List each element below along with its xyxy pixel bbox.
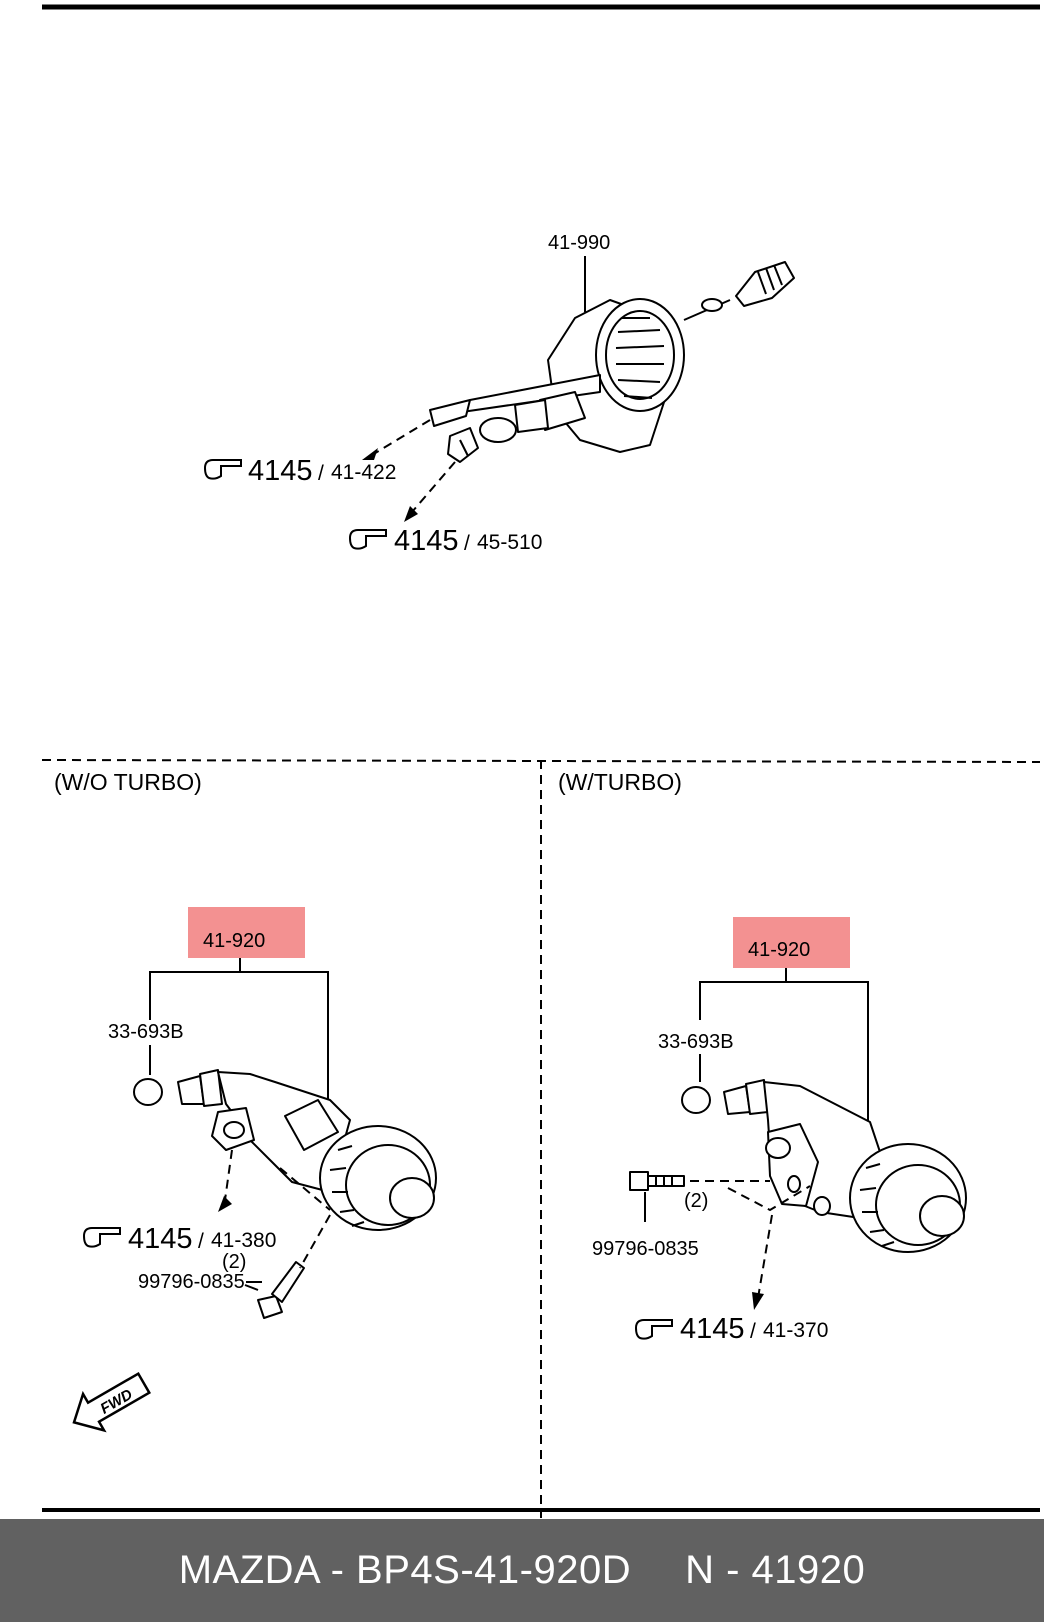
top-ref2-slash: /: [464, 532, 470, 555]
left-ref-slash-char: /: [198, 1230, 204, 1253]
left-bolt-part[interactable]: 99796-0835: [138, 1271, 245, 1293]
right-slave-cylinder-drawing: [629, 1079, 967, 1310]
top-ref1-page: 4145: [248, 455, 313, 487]
right-section-title: (W/TURBO): [558, 769, 682, 795]
right-highlight-box: [733, 917, 850, 968]
top-ref1-part: 41-422: [331, 461, 396, 484]
left-cap-part[interactable]: 33-693B: [108, 1021, 184, 1043]
right-bolt-qty: (2): [684, 1190, 708, 1212]
right-reference[interactable]: 4145 / 41-370: [634, 1313, 828, 1345]
pointing-hand-icon: [82, 1227, 121, 1248]
left-section-title: (W/O TURBO): [54, 769, 202, 795]
footer-brand-part: MAZDA - BP4S-41-920D: [178, 1548, 632, 1592]
fwd-arrow-icon: FWD: [72, 1371, 151, 1433]
top-ref2-page: 4145: [394, 525, 459, 557]
top-reference-1[interactable]: 4145 / 41-422: [203, 455, 396, 487]
pointing-hand-icon: [203, 459, 242, 480]
right-ref-part: 41-370: [763, 1319, 828, 1342]
right-cap-part[interactable]: 33-693B: [658, 1031, 734, 1053]
right-bolt-part[interactable]: 99796-0835: [592, 1238, 699, 1260]
right-bracket-leader: [699, 981, 869, 1128]
left-ref-part: 41-380: [211, 1229, 276, 1252]
parts-diagram: 41-990 4145 / 41-422 4145 / 45-510 (W/O …: [41, 4, 1041, 1518]
left-bolt-qty: (2): [222, 1251, 246, 1273]
pointing-hand-icon: [348, 529, 387, 550]
right-assembly-part[interactable]: 41-920: [748, 939, 810, 961]
footer-number: N - 41920: [685, 1548, 866, 1592]
pointing-hand-icon: [634, 1319, 673, 1340]
master-cylinder-drawing: [362, 256, 795, 522]
top-assembly-part-number[interactable]: 41-990: [548, 232, 610, 254]
left-slave-cylinder-drawing: [133, 1069, 437, 1319]
left-ref-page: 4145: [128, 1223, 193, 1255]
left-assembly-part[interactable]: 41-920: [203, 930, 265, 952]
top-reference-2[interactable]: 4145 / 45-510: [348, 525, 542, 557]
right-ref-slash: /: [750, 1320, 756, 1343]
footer-bar: MAZDA - BP4S-41-920D N - 41920: [0, 1519, 1044, 1622]
left-highlight-box: [188, 907, 305, 958]
top-ref1-slash: /: [318, 462, 324, 485]
right-ref-page: 4145: [680, 1313, 745, 1345]
top-ref2-part: 45-510: [477, 531, 542, 554]
left-reference[interactable]: 4145 4145 / 41-380: [82, 1223, 276, 1255]
